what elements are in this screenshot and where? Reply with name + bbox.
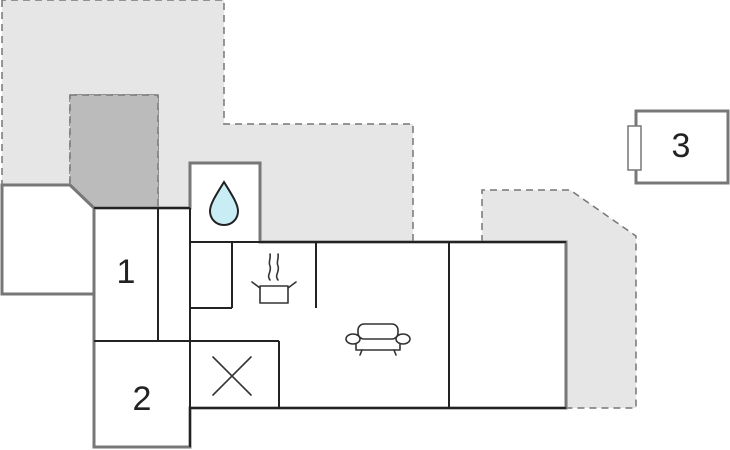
annex-wall-left: [0, 183, 96, 296]
cross-icon: [212, 356, 252, 396]
terrace-area-right: [481, 189, 637, 409]
sofa-icon: [345, 323, 411, 356]
water-drop-icon: [208, 180, 240, 227]
room-label-3: 3: [672, 127, 691, 165]
door-marker: [627, 125, 642, 171]
terrace-area-covered: [69, 94, 159, 209]
terrace-area-left: [1, 0, 414, 243]
cooking-pot-icon: [251, 253, 297, 304]
room-label-2: 2: [133, 380, 152, 418]
room-label-1: 1: [117, 253, 136, 291]
partition-walls: [94, 207, 566, 447]
